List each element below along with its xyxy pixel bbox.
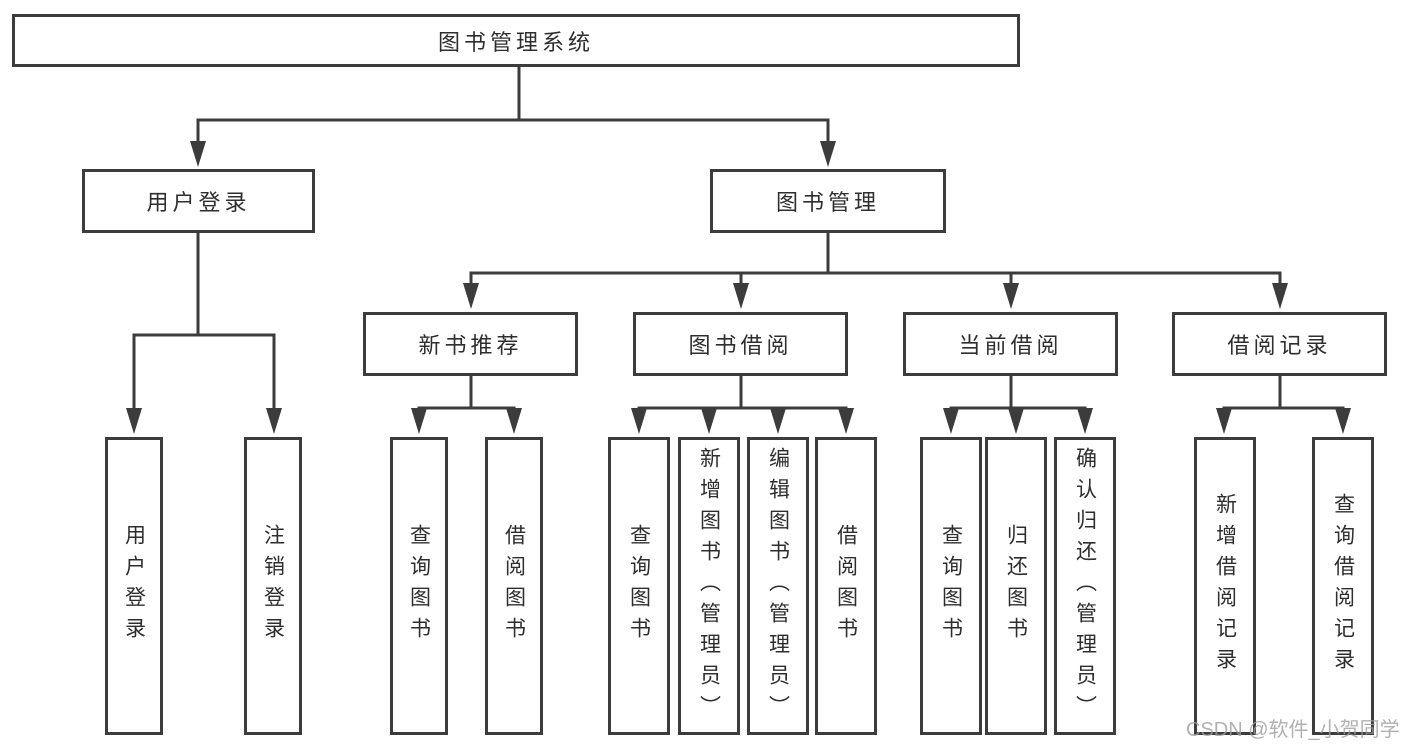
node-label: 当前借阅 [958, 333, 1063, 358]
node-label: 新书推荐 [418, 333, 523, 358]
node-label: 归还图书 [1004, 524, 1028, 648]
node-label: 图书借阅 [688, 333, 793, 358]
leaf-edit-book-admin: 编辑图书（管理员） [747, 437, 809, 735]
watermark: CSDN @软件_小贺同学 [1186, 719, 1400, 741]
node-label: 查询图书 [627, 524, 651, 648]
node-label: 图书管理系统 [437, 29, 594, 55]
leaf-add-borrow-record: 新增借阅记录 [1194, 437, 1256, 735]
leaf-query-books-current: 查询图书 [920, 437, 982, 735]
leaf-add-book-admin: 新增图书（管理员） [678, 437, 740, 735]
node-label: 查询图书 [939, 524, 963, 648]
leaf-user-login: 用户登录 [105, 437, 163, 735]
node-label: 编辑图书（管理员） [766, 446, 790, 726]
node-label: 新增图书（管理员） [697, 446, 721, 726]
node-label: 图书管理 [775, 190, 880, 215]
node-label: 借阅记录 [1227, 333, 1332, 358]
node-book-borrowing: 图书借阅 [633, 312, 848, 376]
node-borrowing-records: 借阅记录 [1172, 312, 1387, 376]
node-label: 借阅图书 [502, 524, 526, 648]
node-book-management: 图书管理 [710, 169, 946, 233]
leaf-confirm-return-admin: 确认归还（管理员） [1054, 437, 1116, 735]
node-label: 借阅图书 [834, 524, 858, 648]
leaf-borrow-books-borrowing: 借阅图书 [815, 437, 877, 735]
node-label: 用户登录 [122, 524, 146, 648]
node-label: 新增借阅记录 [1213, 493, 1237, 679]
node-label: 查询图书 [407, 524, 431, 648]
node-user-login: 用户登录 [82, 169, 315, 233]
node-label: 查询借阅记录 [1331, 493, 1355, 679]
node-label: 注销登录 [261, 524, 285, 648]
node-new-book-recommendation: 新书推荐 [363, 312, 578, 376]
leaf-logout: 注销登录 [244, 437, 302, 735]
leaf-query-borrow-record: 查询借阅记录 [1312, 437, 1374, 735]
node-library-management-system: 图书管理系统 [12, 14, 1020, 67]
node-label: 确认归还（管理员） [1073, 446, 1097, 726]
node-current-borrowing: 当前借阅 [903, 312, 1118, 376]
leaf-borrow-books-recommend: 借阅图书 [485, 437, 543, 735]
node-label: 用户登录 [146, 190, 251, 215]
leaf-query-books-recommend: 查询图书 [390, 437, 448, 735]
leaf-query-books-borrowing: 查询图书 [608, 437, 670, 735]
leaf-return-books: 归还图书 [985, 437, 1047, 735]
